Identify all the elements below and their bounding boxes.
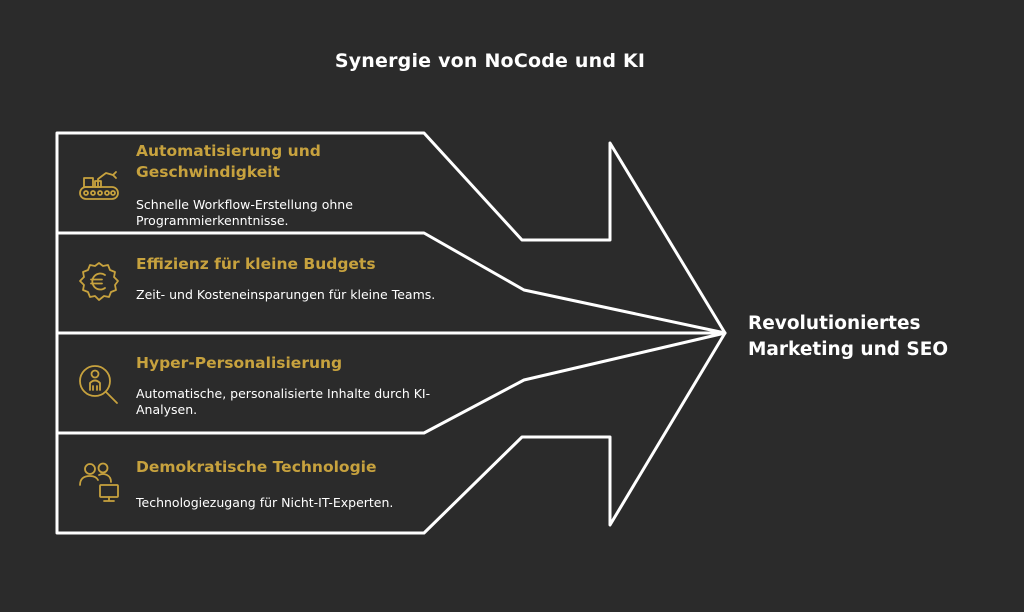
item-personalization: Hyper-Personalisierung Automatische, per… [58,333,438,433]
item-budget: Effizienz für kleine Budgets Zeit- und K… [58,233,438,333]
item-heading: Demokratische Technologie [136,458,377,476]
item-heading: Automatisierung und Geschwindigkeit [136,142,321,181]
result-label: Revolutioniertes Marketing und SEO [748,313,949,360]
band-divider-3 [55,331,727,435]
item-description: Technologiezugang für Nicht-IT-Experten. [136,495,394,510]
item-description: Zeit- und Kosteneinsparungen für kleine … [136,287,436,302]
arrow-outline [55,131,727,535]
item-heading: Effizienz für kleine Budgets [136,255,376,273]
users-computer-icon [76,459,122,505]
band-divider-1 [55,231,727,335]
item-heading: Hyper-Personalisierung [136,354,343,372]
diagram-title: Synergie von NoCode und KI [334,50,646,72]
item-description: Schnelle Workflow-Erstellung ohne Progra… [136,197,353,228]
euro-coin-icon [76,260,122,306]
item-democratic-technology: Demokratische Technologie Technologiezug… [58,433,438,533]
item-description: Automatische, personalisierte Inhalte du… [136,386,431,417]
item-automation: Automatisierung und Geschwindigkeit Schn… [58,133,438,233]
conveyor-robot-icon [76,163,122,209]
person-search-icon [76,361,122,407]
